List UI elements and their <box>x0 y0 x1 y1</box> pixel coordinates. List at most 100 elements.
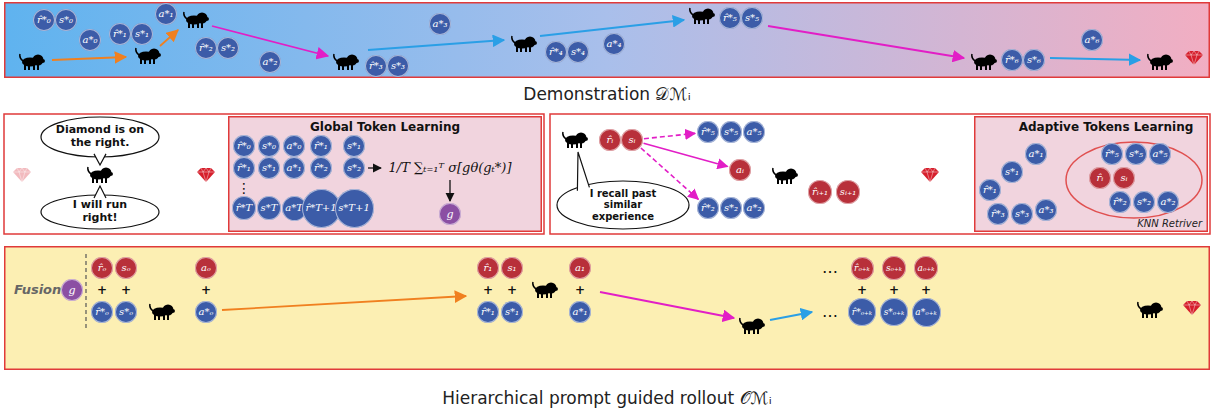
global-box-fill <box>228 116 542 232</box>
token-circle: a*ₒ₊ₖ <box>912 298 941 327</box>
token-label: r̂*₅ <box>701 127 715 137</box>
arrow <box>368 40 504 50</box>
token-circle: r̂*₂ <box>310 157 332 179</box>
token-label: aᵢ <box>736 165 744 175</box>
token-circle: sₒ <box>115 257 137 279</box>
token-label: s*ₒ₊ₖ <box>884 308 905 317</box>
token-label: s*₅ <box>724 127 738 137</box>
token-circle: r̂*₃ <box>365 55 387 77</box>
token-circle: r̂*₁ <box>979 179 1001 201</box>
lion <box>972 54 997 70</box>
token-circle: s*₁ <box>343 135 365 157</box>
token-label: r̂*₁ <box>113 29 127 39</box>
token-label: r̂*₄ <box>549 47 563 57</box>
lion <box>334 54 359 70</box>
token-label: g <box>446 209 453 220</box>
token-label: s*₁ <box>135 29 149 39</box>
arrow <box>770 312 812 320</box>
token-circle: a*ₒ <box>195 301 217 323</box>
token-label: a*₂ <box>1161 197 1176 207</box>
token-circle: r̂*₃ <box>987 203 1009 225</box>
token-circle: a*₅ <box>1149 143 1171 165</box>
token-label: sᵢ <box>628 135 635 145</box>
diamond <box>197 168 215 182</box>
bubble-tail <box>577 152 589 191</box>
token-circle: r̂*₁ <box>310 135 332 157</box>
token-label: a*T <box>285 203 303 213</box>
lion <box>88 167 113 183</box>
token-circle: s*₃ <box>1011 203 1033 225</box>
token-label: r̂*₀ <box>37 15 51 25</box>
token-circle: a*₀ <box>283 135 305 157</box>
lion <box>150 304 175 320</box>
token-circle: sᵢ₊₁ <box>836 180 860 204</box>
token-circle: a*₁ <box>283 157 305 179</box>
token-circle: s*₁ <box>501 301 523 323</box>
box-text: KNN Retriver <box>1137 218 1202 229</box>
token-label: r̂*₁ <box>237 163 251 173</box>
annotation: + <box>507 284 517 296</box>
token-label: s*₁ <box>262 163 276 173</box>
token-label: a*₁ <box>573 307 588 317</box>
token-label: r̂*T <box>236 203 252 213</box>
token-label: r̂ᵢ <box>1097 173 1104 183</box>
token-label: s₁ <box>507 263 516 273</box>
bubble-text: I will run right! <box>56 199 145 224</box>
arrow <box>222 296 466 310</box>
lion <box>533 282 558 298</box>
token-label: r̂₁ <box>484 263 493 273</box>
token-label: a*₁ <box>159 9 174 19</box>
token-circle: r̂*₅ <box>1101 143 1123 165</box>
module-box: Adaptive Tokens LearningKNN Retrivera*₁r… <box>974 116 1208 232</box>
token-label: s*₂ <box>347 163 361 173</box>
token-circle: s*₁ <box>131 23 153 45</box>
bubble-ellipse <box>557 181 689 229</box>
annotation: + <box>889 284 899 296</box>
annotation: … <box>822 262 838 274</box>
token-label: r̂*₁ <box>983 185 997 195</box>
token-circle: r̂*₀ <box>233 135 255 157</box>
token-circle: a*₁ <box>1025 143 1047 165</box>
token-circle: a*₄ <box>603 33 625 55</box>
token-label: s*T <box>261 203 278 213</box>
token-label: r̂ᵢ <box>607 135 614 145</box>
token-label: r̂*₆ <box>1005 55 1019 65</box>
token-circle: s*₂ <box>217 37 239 59</box>
token-label: s*₅ <box>745 13 759 23</box>
right-panel <box>550 114 1210 234</box>
token-label: a*₁ <box>287 163 302 173</box>
annotation: … <box>822 306 838 318</box>
lion <box>690 8 715 24</box>
token-circle: a*₀ <box>79 29 101 51</box>
arrow <box>1050 58 1140 60</box>
token-label: r̂ₒ₊ₖ <box>854 264 870 273</box>
annotation: + <box>575 284 585 296</box>
token-circle: r̂*₅ <box>719 7 741 29</box>
token-label: r̂*₂ <box>1113 197 1127 207</box>
annotation: 1/T ∑ₜ₌₁ᵀ σ[gθ(gₜ*)] <box>389 162 512 174</box>
annotation: + <box>97 284 107 296</box>
speech-bubble: Diamond is on the right. <box>40 116 160 158</box>
token-label: s*ₒ <box>119 307 133 317</box>
token-circle: s*T+1 <box>335 189 374 228</box>
token-label: r̂*₀ <box>237 141 251 151</box>
module-box: Global Token Learningr̂*₀s*₀a*₀r̂*₁s*₁r̂… <box>228 116 542 232</box>
token-label: r̂*₃ <box>991 209 1005 219</box>
token-label: r̂*T+1 <box>305 203 336 213</box>
lion <box>136 48 161 64</box>
token-label: s*₅ <box>1129 149 1143 159</box>
token-circle: s*₃ <box>387 55 409 77</box>
lion <box>184 12 209 28</box>
token-circle: a*₂ <box>1157 191 1179 213</box>
token-circle: s*₄ <box>567 41 589 63</box>
token-label: r̂*₂ <box>701 203 715 213</box>
token-label: a*₅ <box>1153 149 1168 159</box>
token-circle: s*₂ <box>1133 191 1155 213</box>
connector <box>644 143 728 166</box>
adaptive-box-fill <box>974 116 1208 232</box>
token-label: r̂ᵢ₊₁ <box>812 187 828 197</box>
lion <box>1148 54 1173 70</box>
token-label: aₒ <box>201 263 211 273</box>
bubble-tail <box>94 186 106 198</box>
token-circle: sᵢ <box>621 129 643 151</box>
